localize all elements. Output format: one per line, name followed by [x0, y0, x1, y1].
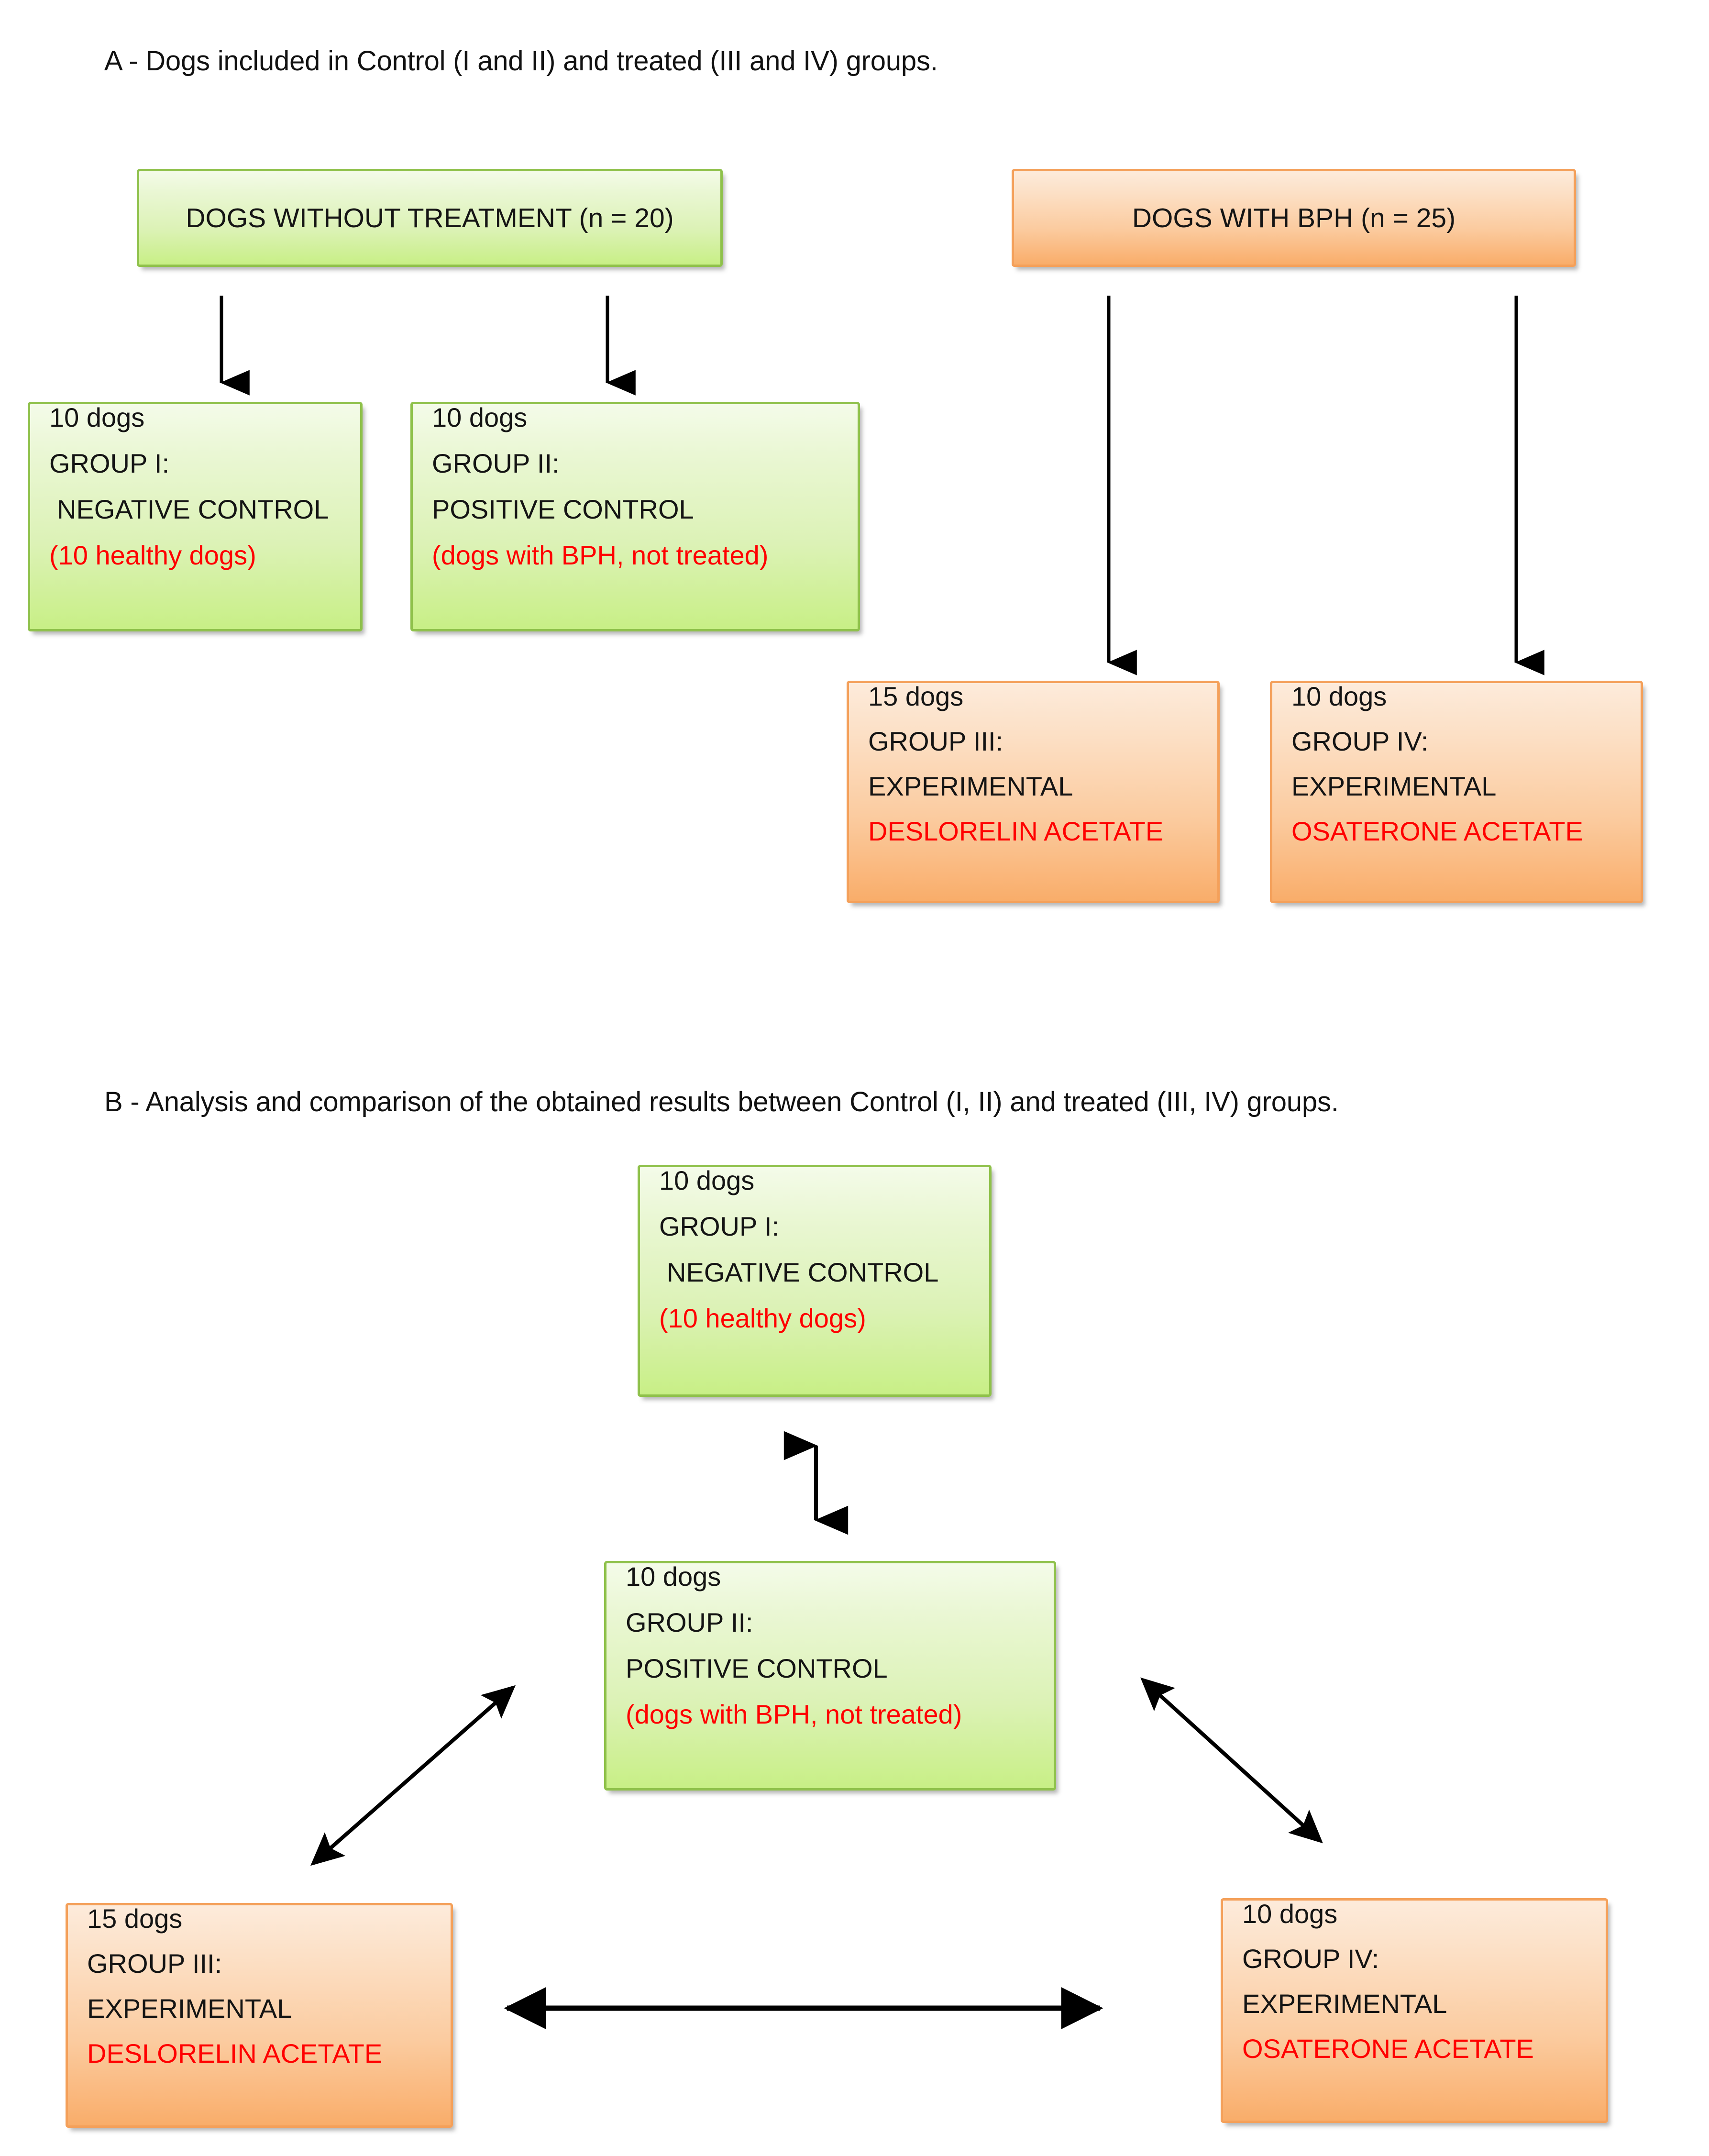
box-body: 10 dogs GROUP I: NEGATIVE CONTROL (10 he… — [640, 1167, 989, 1394]
group-text-lines: 10 dogs GROUP I: NEGATIVE CONTROL (10 he… — [659, 1167, 989, 1332]
group-count: 10 dogs — [49, 402, 145, 432]
group-count: 10 dogs — [432, 402, 528, 432]
group-detail: (10 healthy dogs) — [49, 540, 256, 570]
group-text-lines: 10 dogs GROUP II: POSITIVE CONTROL (dogs… — [626, 1563, 1054, 1728]
panel-a-caption: A - Dogs included in Control (I and II) … — [104, 45, 938, 77]
group-role: EXPERIMENTAL — [868, 771, 1073, 801]
box-panel-b-group-ii: 10 dogs GROUP II: POSITIVE CONTROL (dogs… — [604, 1561, 1056, 1791]
box-panel-b-group-iv: 10 dogs GROUP IV: EXPERIMENTAL OSATERONE… — [1221, 1898, 1608, 2123]
box-panel-b-group-iii: 15 dogs GROUP III: EXPERIMENTAL DESLOREL… — [66, 1903, 453, 2128]
group-detail: DESLORELIN ACETATE — [87, 2038, 383, 2068]
group-count: 15 dogs — [868, 681, 964, 711]
panel-b-caption: B - Analysis and comparison of the obtai… — [104, 1086, 1339, 1117]
group-name: GROUP IV: — [1291, 726, 1429, 756]
group-count: 10 dogs — [626, 1561, 721, 1592]
box-dogs-without-treatment-label: DOGS WITHOUT TREATMENT (n = 20) — [186, 202, 674, 233]
group-role: POSITIVE CONTROL — [432, 494, 694, 524]
group-text-lines: 10 dogs GROUP II: POSITIVE CONTROL (dogs… — [432, 404, 858, 569]
box-body: 15 dogs GROUP III: EXPERIMENTAL DESLOREL… — [68, 1905, 451, 2125]
box-body: 10 dogs GROUP IV: EXPERIMENTAL OSATERONE… — [1272, 683, 1641, 901]
group-count: 10 dogs — [659, 1165, 755, 1195]
group-name: GROUP IV: — [1242, 1944, 1379, 1974]
box-body: 10 dogs GROUP I: NEGATIVE CONTROL (10 he… — [30, 404, 360, 629]
box-panel-a-group-ii: 10 dogs GROUP II: POSITIVE CONTROL (dogs… — [410, 402, 860, 631]
box-dogs-with-bph: DOGS WITH BPH (n = 25) — [1012, 169, 1576, 267]
group-role: EXPERIMENTAL — [1291, 771, 1497, 801]
group-name: GROUP III: — [868, 726, 1003, 756]
group-name: GROUP II: — [432, 448, 560, 478]
group-text-lines: 10 dogs GROUP I: NEGATIVE CONTROL (10 he… — [49, 404, 360, 569]
group-text-lines: 15 dogs GROUP III: EXPERIMENTAL DESLOREL… — [87, 1905, 451, 2067]
box-body: 10 dogs GROUP IV: EXPERIMENTAL OSATERONE… — [1223, 1901, 1606, 2121]
group-count: 10 dogs — [1242, 1899, 1338, 1929]
group-role: NEGATIVE CONTROL — [57, 494, 329, 524]
box-panel-a-group-iii: 15 dogs GROUP III: EXPERIMENTAL DESLOREL… — [847, 681, 1220, 903]
group-text-lines: 10 dogs GROUP IV: EXPERIMENTAL OSATERONE… — [1242, 1901, 1606, 2062]
group-name: GROUP II: — [626, 1607, 753, 1637]
group-detail: (10 healthy dogs) — [659, 1303, 866, 1333]
arrow-panel-b-group-ii-group-iv — [1140, 1677, 1323, 1844]
group-detail: (dogs with BPH, not treated) — [626, 1699, 962, 1729]
group-text-lines: 15 dogs GROUP III: EXPERIMENTAL DESLOREL… — [868, 683, 1217, 845]
group-detail: DESLORELIN ACETATE — [868, 816, 1164, 846]
group-name: GROUP I: — [49, 448, 170, 478]
box-panel-b-group-i: 10 dogs GROUP I: NEGATIVE CONTROL (10 he… — [638, 1165, 992, 1397]
box-panel-a-group-iv: 10 dogs GROUP IV: EXPERIMENTAL OSATERONE… — [1270, 681, 1643, 903]
box-body: 10 dogs GROUP II: POSITIVE CONTROL (dogs… — [413, 404, 858, 629]
box-dogs-without-treatment: DOGS WITHOUT TREATMENT (n = 20) — [137, 169, 723, 267]
box-body: DOGS WITHOUT TREATMENT (n = 20) — [139, 171, 720, 265]
group-text-lines: 10 dogs GROUP IV: EXPERIMENTAL OSATERONE… — [1291, 683, 1641, 845]
box-dogs-with-bph-label: DOGS WITH BPH (n = 25) — [1132, 202, 1456, 233]
group-detail: OSATERONE ACETATE — [1242, 2034, 1534, 2064]
box-body: 10 dogs GROUP II: POSITIVE CONTROL (dogs… — [606, 1563, 1054, 1788]
group-role: EXPERIMENTAL — [87, 1993, 292, 2023]
box-body: 15 dogs GROUP III: EXPERIMENTAL DESLOREL… — [849, 683, 1217, 901]
arrow-panel-b-group-ii-group-iii — [310, 1685, 516, 1866]
group-role: EXPERIMENTAL — [1242, 1989, 1447, 2019]
group-count: 10 dogs — [1291, 681, 1387, 711]
box-panel-a-group-i: 10 dogs GROUP I: NEGATIVE CONTROL (10 he… — [28, 402, 363, 631]
group-role: POSITIVE CONTROL — [626, 1653, 888, 1683]
box-body: DOGS WITH BPH (n = 25) — [1014, 171, 1574, 265]
group-role: NEGATIVE CONTROL — [667, 1257, 939, 1287]
group-detail: OSATERONE ACETATE — [1291, 816, 1583, 846]
group-name: GROUP III: — [87, 1948, 222, 1979]
group-name: GROUP I: — [659, 1211, 780, 1241]
group-detail: (dogs with BPH, not treated) — [432, 540, 769, 570]
group-count: 15 dogs — [87, 1903, 183, 1934]
